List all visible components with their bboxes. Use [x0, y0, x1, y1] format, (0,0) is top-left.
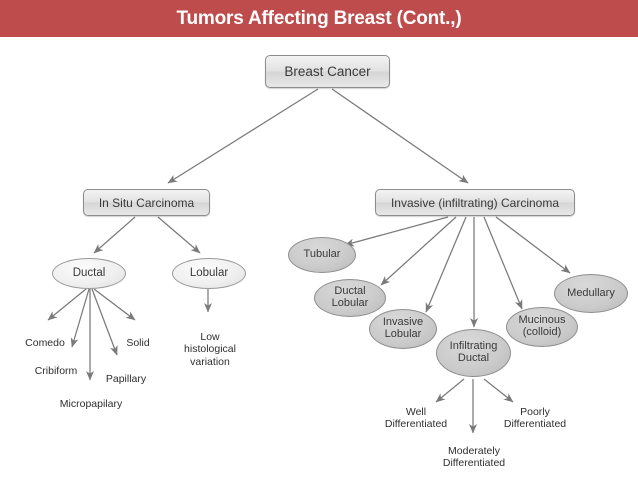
leaf-micropapilary: Micropapilary [45, 385, 137, 410]
node-invasive-lobular[interactable]: Invasive Lobular [369, 309, 437, 349]
leaf-moderately-differentiated: Moderately Differentiated [428, 432, 520, 470]
node-in-situ-carcinoma[interactable]: In Situ Carcinoma [83, 189, 210, 216]
node-label: Mucinous (colloid) [518, 314, 566, 338]
leaf-label: Poorly Differentiated [503, 405, 567, 431]
node-invasive-carcinoma[interactable]: Invasive (infiltrating) Carcinoma [375, 189, 575, 216]
leaf-label: Solid [126, 336, 150, 349]
node-ductal-lobular[interactable]: Ductal Lobular [314, 279, 386, 317]
node-lobular[interactable]: Lobular [172, 258, 246, 289]
header-bar [0, 0, 638, 37]
leaf-papillary: Papillary [90, 360, 162, 385]
leaf-low-histological-variation: Low histological variation [177, 318, 243, 368]
leaf-label: Micropapilary [59, 397, 123, 410]
leaf-comedo: Comedo [10, 324, 80, 349]
node-mucinous-colloid[interactable]: Mucinous (colloid) [506, 307, 578, 347]
leaf-label: Low histological variation [184, 330, 236, 368]
leaf-solid: Solid [110, 324, 166, 349]
node-breast-cancer[interactable]: Breast Cancer [265, 55, 390, 88]
node-label: Infiltrating Ductal [449, 340, 498, 364]
leaf-cribiform: Cribiform [20, 352, 92, 377]
node-medullary[interactable]: Medullary [554, 274, 628, 313]
node-label: Lobular [189, 267, 229, 280]
node-ductal[interactable]: Ductal [52, 258, 126, 289]
leaf-label: Moderately Differentiated [442, 444, 506, 470]
breast-cancer-classification-diagram: Breast Cancer In Situ Carcinoma Invasive… [0, 37, 638, 478]
node-label: In Situ Carcinoma [98, 195, 195, 210]
leaf-label: Papillary [105, 372, 147, 385]
page-title: Tumors Affecting Breast (Cont.,) [176, 8, 462, 29]
node-tubular[interactable]: Tubular [288, 237, 356, 273]
node-infiltrating-ductal[interactable]: Infiltrating Ductal [436, 329, 511, 377]
leaf-well-differentiated: Well Differentiated [375, 393, 457, 431]
leaf-poorly-differentiated: Poorly Differentiated [492, 393, 578, 431]
leaf-label: Cribiform [34, 364, 78, 377]
node-label: Breast Cancer [284, 64, 371, 79]
node-label: Ductal [72, 267, 106, 280]
node-label: Medullary [567, 286, 615, 299]
node-label: Invasive Lobular [382, 316, 424, 340]
leaf-label: Well Differentiated [384, 405, 448, 431]
node-label: Invasive (infiltrating) Carcinoma [390, 195, 560, 210]
node-label: Tubular [303, 248, 341, 261]
leaf-label: Comedo [25, 336, 65, 349]
node-label: Ductal Lobular [331, 285, 369, 309]
